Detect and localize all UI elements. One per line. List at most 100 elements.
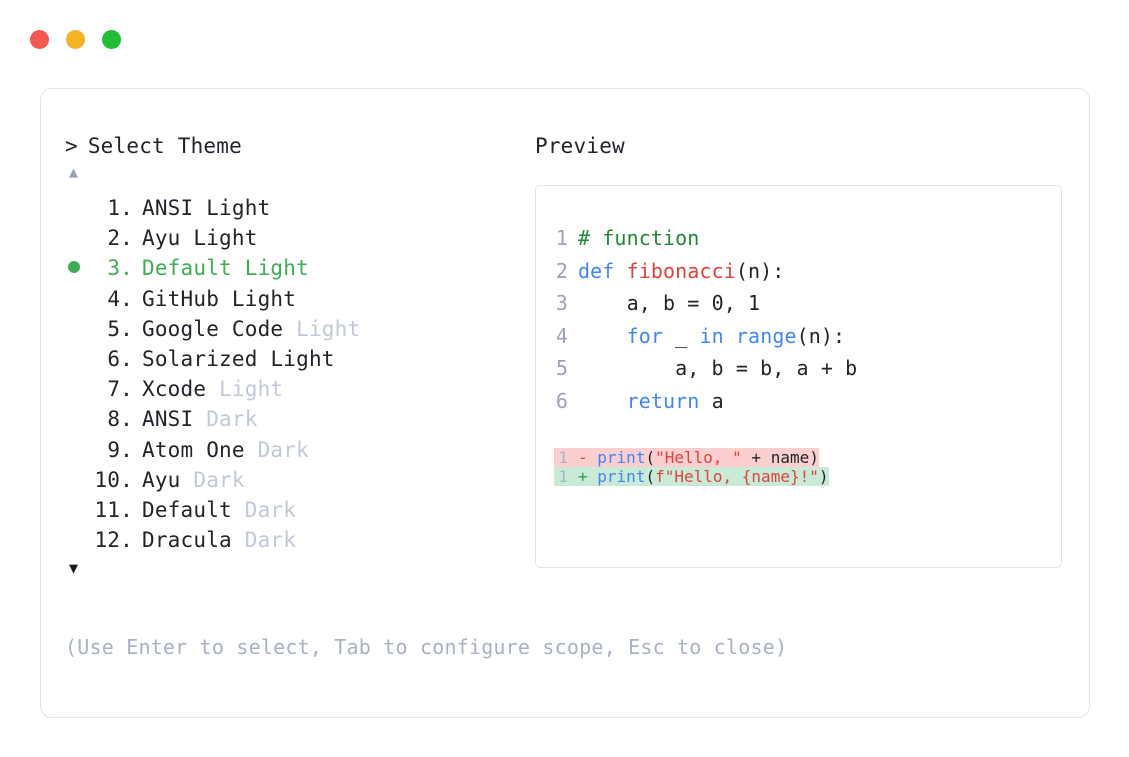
theme-list-item[interactable]: 6. Solarized Light	[65, 344, 535, 374]
line-number: 1	[558, 467, 568, 486]
code-token: a, b =	[578, 291, 712, 315]
theme-item-spacer	[219, 284, 232, 314]
theme-list-item[interactable]: 7. Xcode Light	[65, 374, 535, 404]
theme-item-name: Xcode	[142, 377, 207, 402]
line-number: 4	[555, 323, 568, 348]
theme-item-index: 9.	[107, 437, 133, 462]
theme-list-item[interactable]: 2.Ayu Light	[65, 223, 535, 253]
theme-item-index: 11.	[94, 498, 133, 523]
line-number: 2	[555, 258, 568, 283]
code-token: 0	[711, 291, 724, 315]
theme-item-variant: Light	[206, 196, 271, 220]
selection-bullet-slot	[65, 253, 91, 283]
theme-item-variant: Light	[219, 377, 284, 402]
code-token: _	[663, 323, 700, 348]
theme-item-index: 8.	[107, 407, 133, 432]
minimize-icon[interactable]	[66, 30, 85, 49]
theme-item-name: Default	[142, 256, 232, 281]
theme-item-variant: Dark	[206, 407, 258, 432]
code-line: 3 a, b = 0, 1	[554, 287, 1061, 320]
theme-item-name: Ayu	[142, 226, 181, 251]
line-number: 5	[555, 356, 568, 380]
theme-item-variant: Dark	[244, 528, 297, 553]
theme-item-variant: Dark	[257, 437, 309, 462]
theme-item-variant: Light	[296, 316, 361, 341]
theme-item-spacer	[232, 253, 245, 283]
theme-item-index: 5.	[107, 316, 133, 341]
code-token: # function	[578, 226, 700, 250]
code-token: print	[597, 448, 646, 467]
theme-item-index: 7.	[107, 377, 133, 402]
code-token: fibonacci	[626, 258, 736, 283]
theme-item-name: Solarized	[142, 347, 258, 372]
diff-line-content: 1- print("Hello, " + name)	[554, 448, 819, 467]
theme-item-spacer	[245, 435, 258, 465]
line-number: 3	[555, 291, 568, 315]
code-token: ,	[723, 291, 749, 315]
diff-spacer	[588, 467, 598, 486]
theme-list-item[interactable]: 5. Google Code Light	[65, 314, 535, 344]
theme-list-item[interactable]: 4. GitHub Light	[65, 284, 535, 314]
code-token	[724, 324, 736, 348]
code-token: (	[645, 448, 656, 467]
close-icon[interactable]	[30, 30, 49, 49]
code-token: for	[626, 323, 664, 348]
diff-spacer	[588, 448, 598, 467]
theme-item-variant: Light	[231, 286, 297, 311]
scroll-down-icon[interactable]: ▼	[69, 559, 79, 578]
theme-item-index: 3.	[107, 256, 133, 281]
theme-item-name: ANSI	[142, 196, 194, 220]
theme-item-variant: Dark	[244, 498, 297, 523]
code-line: 5 a, b = b, a + b	[554, 352, 1061, 385]
theme-item-index: 10.	[94, 467, 133, 492]
scroll-up-icon[interactable]: ▲	[69, 163, 79, 181]
theme-item-name: GitHub	[142, 286, 220, 311]
code-token: a	[699, 388, 724, 413]
theme-item-name: ANSI	[142, 407, 194, 432]
line-number: 1	[558, 448, 568, 467]
theme-item-name: Default	[142, 498, 232, 523]
code-token: a, b = b, a + b	[578, 356, 858, 380]
code-token: f"Hello, {name}!"	[655, 467, 819, 486]
code-token: "Hello, "	[655, 448, 742, 467]
theme-list-item[interactable]: 9.Atom One Dark	[65, 435, 535, 465]
theme-item-variant: Light	[244, 256, 309, 281]
theme-list-item[interactable]: 3. Default Light	[65, 253, 535, 283]
code-block: 1# function 2 def fibonacci(n): 3 a, b = 0,…	[536, 222, 1061, 417]
line-number: 6	[555, 388, 568, 413]
theme-list-item[interactable]: 1. ANSI Light	[65, 193, 535, 223]
code-token: (n):	[735, 258, 785, 283]
theme-list-item[interactable]: 12.Dracula Dark	[65, 525, 535, 555]
maximize-icon[interactable]	[102, 30, 121, 49]
code-token	[578, 324, 627, 348]
theme-item-variant: Light	[270, 347, 335, 372]
code-token: range	[735, 323, 797, 348]
theme-list-item[interactable]: 11. Default Dark	[65, 495, 535, 525]
theme-item-name: Google Code	[142, 316, 284, 341]
code-line: 6 return a	[554, 385, 1061, 418]
theme-item-variant: Dark	[193, 467, 245, 492]
code-line: 1# function	[554, 222, 1061, 255]
prompt-chevron-icon: >	[65, 134, 78, 158]
theme-item-index: 6.	[107, 347, 133, 372]
theme-item-index: 12.	[94, 528, 133, 553]
diff-line: 1+ print(f"Hello, {name}!")	[536, 467, 1061, 486]
theme-item-index: 1.	[107, 196, 133, 220]
code-token: print	[597, 467, 646, 486]
code-token: def	[578, 258, 627, 283]
preview-label: Preview	[535, 134, 625, 158]
theme-list-item[interactable]: 8. ANSI Dark	[65, 404, 535, 434]
diff-line: 1- print("Hello, " + name)	[536, 448, 1061, 467]
code-line: 2 def fibonacci(n):	[554, 255, 1061, 288]
theme-item-index: 4.	[107, 286, 133, 311]
code-line: 4 for _ in range(n):	[554, 320, 1061, 353]
theme-item-spacer	[193, 404, 206, 434]
keyboard-hint: (Use Enter to select, Tab to configure s…	[65, 635, 788, 659]
theme-list-item[interactable]: 10.Ayu Dark	[65, 465, 535, 495]
diff-block: 1- print("Hello, " + name)1+ print(f"Hel…	[536, 448, 1061, 486]
code-token: return	[626, 388, 700, 413]
